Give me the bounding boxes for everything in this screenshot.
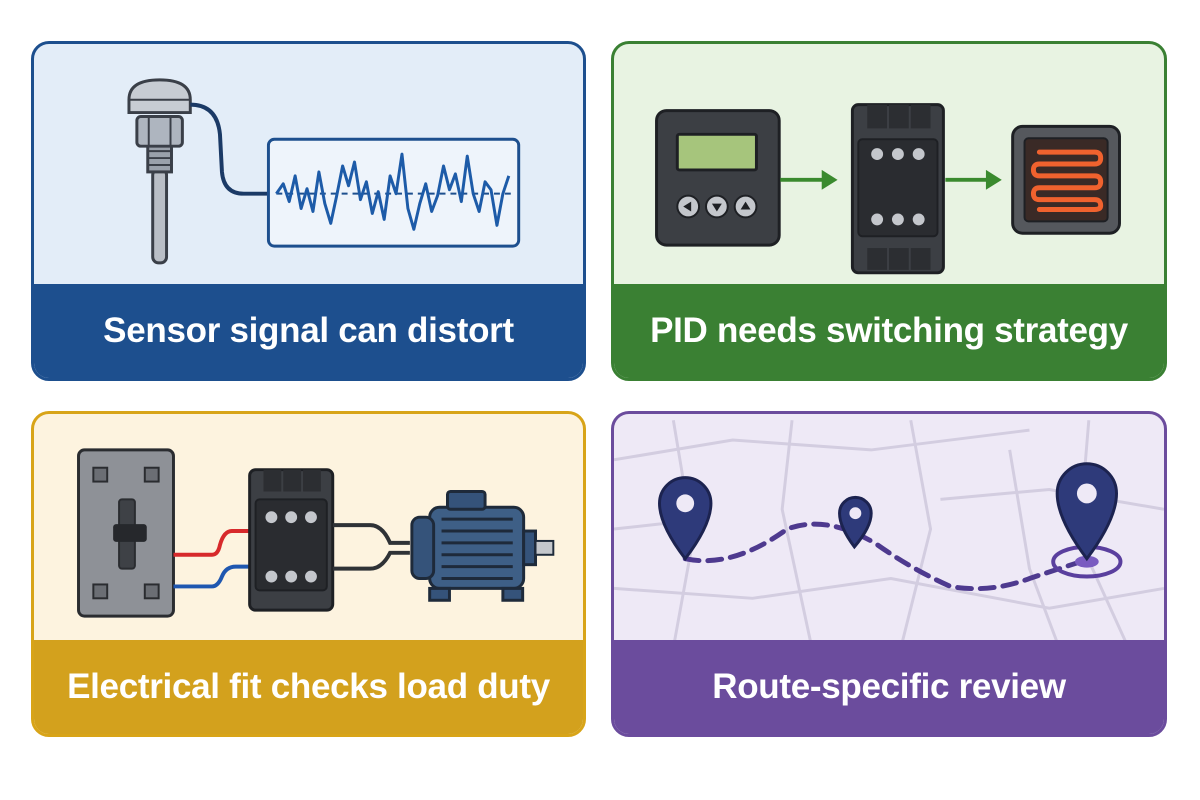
pid-illustration (655, 103, 1121, 275)
destination-pin-icon (1051, 462, 1123, 579)
route-illustration (614, 419, 1164, 649)
panel-caption-band: Sensor signal can distort (34, 284, 583, 378)
panel-caption: Sensor signal can distort (103, 311, 514, 350)
arrow-icon (780, 169, 838, 190)
pid-controller-icon (655, 109, 781, 247)
map-background (614, 419, 1164, 649)
heater-element-icon (1011, 124, 1121, 235)
panel-pid-switching: PID needs switching strategy (611, 41, 1167, 381)
map-pin-icon (658, 476, 713, 562)
panel-caption-band: PID needs switching strategy (614, 284, 1164, 378)
arrow-icon (945, 169, 1002, 190)
contactor-icon (248, 468, 335, 612)
panel-sensor-signal: Sensor signal can distort (31, 41, 586, 381)
sensor-cable (190, 102, 269, 196)
waveform-icon (266, 137, 521, 248)
electrical-illustration (77, 448, 555, 618)
panel-route-review: Route-specific review (611, 411, 1167, 737)
contactor-icon (850, 103, 945, 275)
disconnect-switch-icon (77, 448, 175, 618)
map-pin-icon (838, 496, 873, 550)
panel-electrical-fit: Electrical fit checks load duty (31, 411, 586, 737)
panel-caption-band: Electrical fit checks load duty (34, 640, 583, 734)
panel-caption-band: Route-specific review (614, 640, 1164, 734)
route-line-icon (682, 521, 1084, 592)
panel-caption: PID needs switching strategy (650, 311, 1128, 350)
panel-caption: Route-specific review (712, 667, 1066, 706)
electric-motor-icon (410, 489, 555, 602)
sensor-illustration (127, 78, 521, 265)
temperature-probe-icon (127, 78, 192, 265)
panel-caption: Electrical fit checks load duty (67, 667, 550, 706)
